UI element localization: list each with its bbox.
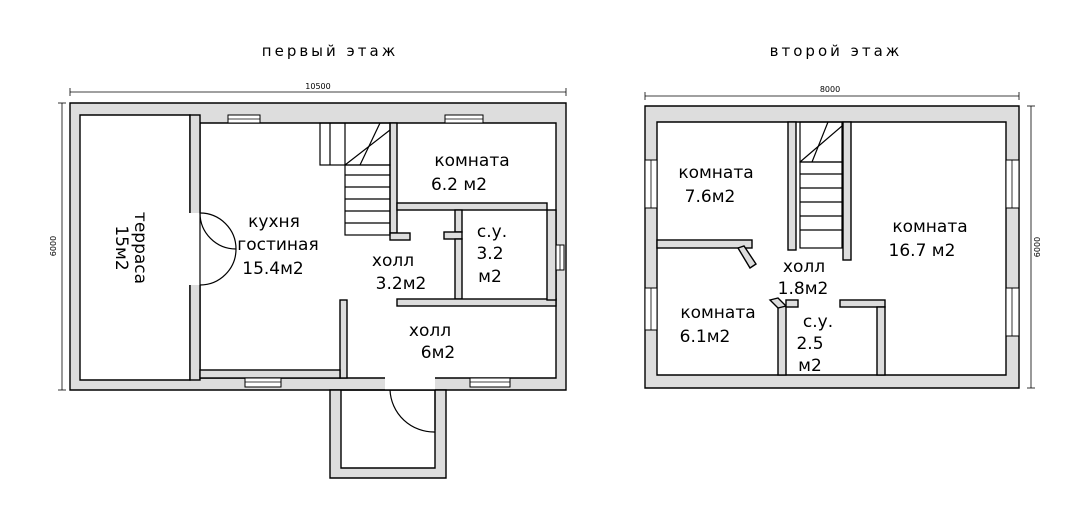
- floor1-height-label: 6000: [49, 236, 58, 256]
- floor1-bath-area: 3.2: [476, 244, 503, 264]
- floor1-terrace-door: [189, 212, 237, 286]
- floor2-room-b-area: 16.7 м2: [889, 241, 956, 261]
- floor1-height-dimension: 6000: [49, 102, 66, 391]
- floor2-wall-stair-right: [842, 121, 852, 261]
- floor2-bath-label: с.у.: [803, 312, 833, 332]
- kitchen-area: 15.4м2: [242, 259, 304, 279]
- floor2-room-c-area: 6.1м2: [680, 327, 731, 347]
- floor2-width-dimension: 8000: [644, 85, 1020, 100]
- floor1-wall-hall-top: [396, 298, 557, 307]
- floor1-wall-bath-right: [546, 209, 557, 301]
- floor2-wall-bath-top-right: [839, 299, 886, 308]
- floor2-hall-label: холл: [783, 257, 825, 277]
- floor1-hall-area: 6м2: [421, 343, 455, 363]
- floor2-plan: второй этаж 8000 6000: [644, 42, 1042, 389]
- floor2-room-a-label: комната: [678, 163, 753, 183]
- floor1-hall-label: холл: [409, 321, 451, 341]
- floor2-staircase: [799, 121, 843, 249]
- floor1-wall-hall-left: [339, 299, 348, 379]
- floor1-width-label: 10500: [305, 82, 330, 91]
- floor1-room-area: 6.2 м2: [431, 175, 487, 195]
- floor2-room-b-label: комната: [892, 217, 967, 237]
- floor2-room-c-label: комната: [680, 303, 755, 323]
- floor1-wall-room-bottom: [396, 202, 548, 211]
- kitchen-label: кухня: [248, 212, 300, 232]
- floor2-wall-stair-left: [787, 121, 797, 251]
- floor2-windows: [644, 159, 1020, 337]
- floor1-plan: первый этаж 10500 6000: [49, 42, 567, 479]
- floor1-wall-bath-stub: [443, 231, 463, 240]
- floor1-entrance-vestibule: [329, 376, 447, 479]
- floor1-wall-room-left: [389, 122, 398, 234]
- floor1-wall-stair-end: [389, 232, 411, 241]
- floor2-wall-room-a-bottom: [656, 239, 753, 249]
- floor2-room-a-area: 7.6м2: [685, 187, 736, 207]
- floor2-wall-bath-right: [876, 306, 886, 376]
- floor2-hall-area: 1.8м2: [778, 279, 829, 299]
- floor2-bath-unit: м2: [798, 356, 822, 376]
- floor2-title: второй этаж: [770, 42, 903, 60]
- floor1-wall-bath-left: [454, 238, 463, 300]
- living-label: гостиная: [237, 235, 318, 255]
- floor1-wall-bath-left-top: [454, 209, 463, 233]
- floor2-height-dimension: 6000: [1027, 105, 1042, 389]
- floor1-width-dimension: 10500: [69, 82, 567, 96]
- floor1-wall-bottom-fill: [199, 369, 341, 379]
- floor1-bath-unit: м2: [478, 267, 502, 287]
- floor2-height-label: 6000: [1033, 237, 1042, 257]
- floor2-wall-bath-corner: [768, 297, 788, 309]
- floor1-staircase: [319, 122, 391, 236]
- floor2-width-label: 8000: [820, 85, 840, 94]
- terrace-area: 15м2: [111, 225, 131, 270]
- floor1-hall-small-area: 3.2м2: [376, 274, 427, 294]
- floor1-room-label: комната: [434, 151, 509, 171]
- floor2-bath-area: 2.5: [796, 334, 823, 354]
- floor1-hall-small-label: холл: [372, 251, 414, 271]
- floor1-title: первый этаж: [262, 42, 398, 60]
- floor2-wall-angled: [736, 245, 757, 269]
- floor1-bath-label: с.у.: [477, 222, 507, 242]
- floor1-windows: [227, 114, 565, 388]
- terrace-label: терраса: [130, 212, 150, 284]
- floor2-wall-bath-left: [777, 305, 787, 376]
- floor2-wall-bath-top-left: [785, 299, 799, 308]
